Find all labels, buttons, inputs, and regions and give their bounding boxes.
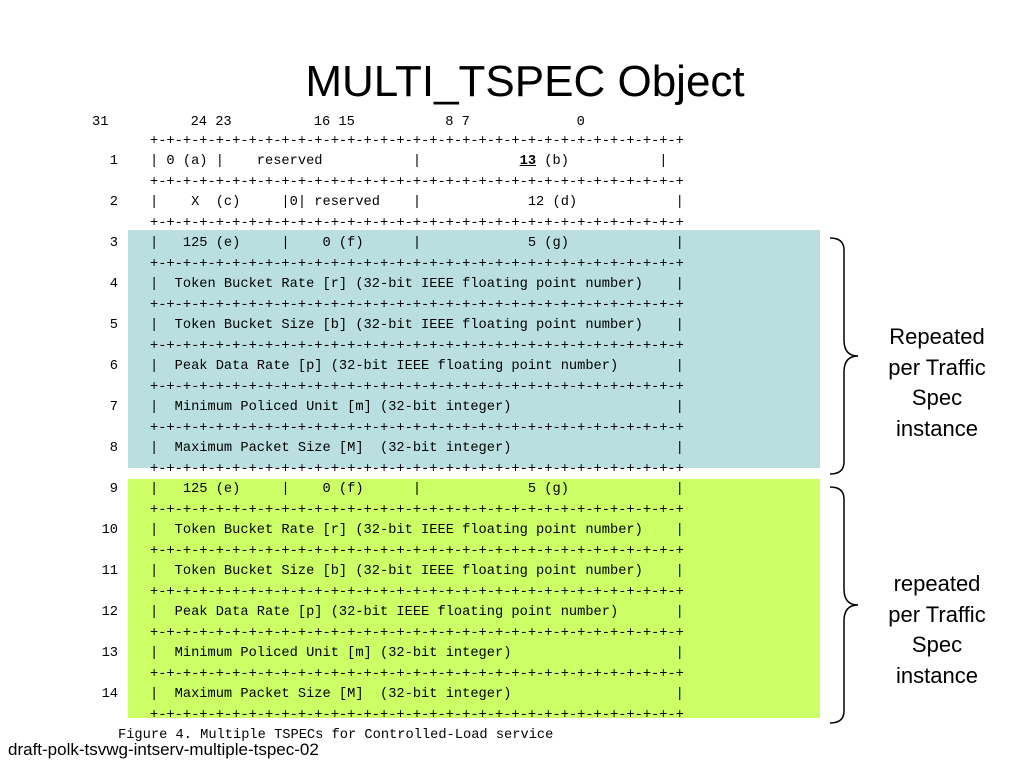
table-row: | X (c) |0| reserved | 12 (d) |	[150, 195, 684, 210]
table-row: | Token Bucket Size [b] (32-bit IEEE flo…	[150, 318, 684, 333]
row-number: 5	[109, 318, 118, 333]
table-row: | Token Bucket Rate [r] (32-bit IEEE flo…	[150, 277, 684, 292]
row-separator: +-+-+-+-+-+-+-+-+-+-+-+-+-+-+-+-+-+-+-+-…	[150, 257, 684, 272]
draft-name-footer: draft-polk-tsvwg-intserv-multiple-tspec-…	[8, 740, 319, 759]
table-row: | Minimum Policed Unit [m] (32-bit integ…	[150, 646, 684, 661]
row-number: 10	[101, 523, 118, 538]
brace-green-icon	[829, 486, 859, 724]
row-number: 7	[109, 400, 118, 415]
table-row: | 125 (e) | 0 (f) | 5 (g) |	[150, 482, 684, 497]
row-separator: +-+-+-+-+-+-+-+-+-+-+-+-+-+-+-+-+-+-+-+-…	[150, 339, 684, 354]
row-separator: +-+-+-+-+-+-+-+-+-+-+-+-+-+-+-+-+-+-+-+-…	[150, 667, 684, 682]
slide-title: MULTI_TSPEC Object	[305, 57, 745, 106]
table-row: | Token Bucket Rate [r] (32-bit IEEE flo…	[150, 523, 684, 538]
row-separator: +-+-+-+-+-+-+-+-+-+-+-+-+-+-+-+-+-+-+-+-…	[150, 462, 684, 477]
highlighted-value: 13	[519, 154, 537, 169]
repeated-block-highlight-green	[128, 479, 820, 718]
annotation-blue: Repeated per Traffic Spec instance	[862, 322, 1012, 444]
annotation-line: repeated	[893, 571, 981, 596]
annotation-line: per Traffic	[888, 601, 986, 627]
annotation-line: Spec	[911, 632, 963, 657]
row-separator: +-+-+-+-+-+-+-+-+-+-+-+-+-+-+-+-+-+-+-+-…	[150, 175, 684, 190]
row-separator: +-+-+-+-+-+-+-+-+-+-+-+-+-+-+-+-+-+-+-+-…	[150, 708, 684, 723]
row-separator: +-+-+-+-+-+-+-+-+-+-+-+-+-+-+-+-+-+-+-+-…	[150, 216, 684, 231]
annotation-line: instance	[896, 415, 978, 441]
row-number: 11	[101, 564, 118, 579]
annotation-line: Spec	[911, 385, 963, 410]
table-row: | 125 (e) | 0 (f) | 5 (g) |	[150, 236, 684, 251]
annotation-green: repeated per Traffic Spec instance	[862, 569, 1012, 691]
row-number: 4	[109, 277, 118, 292]
bit-position-header: 31 24 23 16 15 8 7 0	[92, 115, 585, 130]
row-separator: +-+-+-+-+-+-+-+-+-+-+-+-+-+-+-+-+-+-+-+-…	[150, 134, 684, 149]
row-number: 1	[109, 154, 118, 169]
table-row: | Minimum Policed Unit [m] (32-bit integ…	[150, 400, 684, 415]
row-separator: +-+-+-+-+-+-+-+-+-+-+-+-+-+-+-+-+-+-+-+-…	[150, 585, 684, 600]
row-separator: +-+-+-+-+-+-+-+-+-+-+-+-+-+-+-+-+-+-+-+-…	[150, 421, 684, 436]
row-number: 8	[109, 441, 118, 456]
row-separator: +-+-+-+-+-+-+-+-+-+-+-+-+-+-+-+-+-+-+-+-…	[150, 544, 684, 559]
row-separator: +-+-+-+-+-+-+-+-+-+-+-+-+-+-+-+-+-+-+-+-…	[150, 626, 684, 641]
row-number: 9	[109, 482, 118, 497]
row-number: 14	[101, 687, 118, 702]
row-text-pre: | 0 (a) | reserved |	[150, 154, 520, 169]
table-row: | Maximum Packet Size [M] (32-bit intege…	[150, 687, 684, 702]
row-text-post: (b) |	[536, 154, 668, 169]
table-row: | Peak Data Rate [p] (32-bit IEEE floati…	[150, 605, 684, 620]
row-number: 2	[109, 195, 118, 210]
row-number: 3	[109, 236, 118, 251]
annotation-line: per Traffic	[888, 354, 986, 380]
brace-blue-icon	[829, 237, 859, 475]
row-separator: +-+-+-+-+-+-+-+-+-+-+-+-+-+-+-+-+-+-+-+-…	[150, 298, 684, 313]
annotation-line: Repeated	[889, 324, 985, 349]
repeated-block-highlight-blue	[128, 230, 820, 468]
table-row: | Maximum Packet Size [M] (32-bit intege…	[150, 441, 684, 456]
table-row: | Peak Data Rate [p] (32-bit IEEE floati…	[150, 359, 684, 374]
row-number: 6	[109, 359, 118, 374]
row-separator: +-+-+-+-+-+-+-+-+-+-+-+-+-+-+-+-+-+-+-+-…	[150, 380, 684, 395]
table-row: | 0 (a) | reserved | 13 (b) |	[150, 154, 667, 170]
annotation-line: instance	[896, 662, 978, 688]
table-row: | Token Bucket Size [b] (32-bit IEEE flo…	[150, 564, 684, 579]
row-number: 12	[101, 605, 118, 620]
row-separator: +-+-+-+-+-+-+-+-+-+-+-+-+-+-+-+-+-+-+-+-…	[150, 503, 684, 518]
figure-caption: Figure 4. Multiple TSPECs for Controlled…	[118, 728, 554, 743]
row-number: 13	[101, 646, 118, 661]
